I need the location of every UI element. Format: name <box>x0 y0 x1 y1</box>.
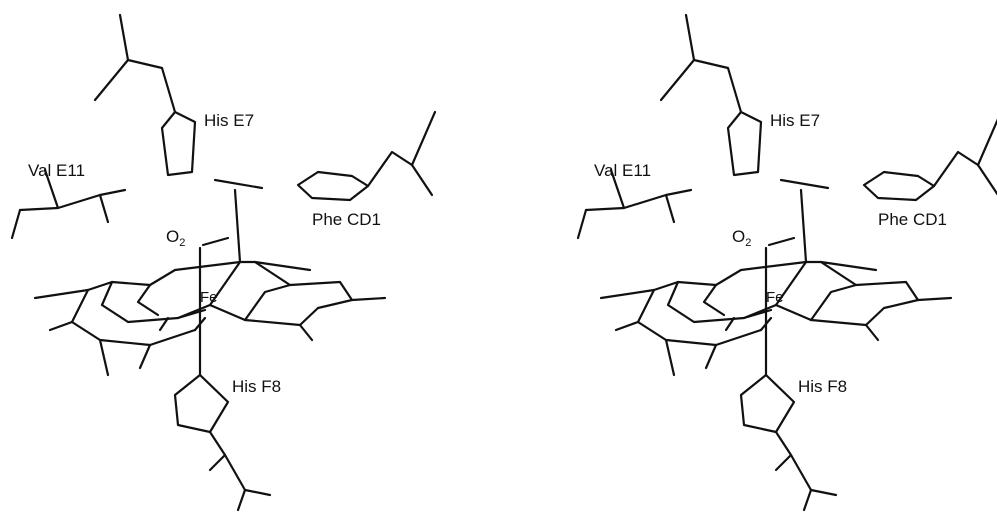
his-e7-label: His E7 <box>204 111 254 130</box>
his-e7-label: His E7 <box>770 111 820 130</box>
fe-label: Fe <box>200 289 218 306</box>
his-f8-label: His F8 <box>798 377 847 396</box>
his-f8-label: His F8 <box>232 377 281 396</box>
o2-label: O2 <box>166 227 185 249</box>
left-view: His E7 Val E11 Phe CD1 O2 Fe His F8 <box>10 13 437 512</box>
val-e11-label: Val E11 <box>594 161 651 180</box>
right-view: His E7 Val E11 Phe CD1 O2 Fe His F8 <box>576 13 997 512</box>
val-e11-label: Val E11 <box>28 161 85 180</box>
phe-cd1-label: Phe CD1 <box>312 210 381 229</box>
o2-label: O2 <box>732 227 751 249</box>
fe-label: Fe <box>766 289 784 306</box>
phe-cd1-label: Phe CD1 <box>878 210 947 229</box>
